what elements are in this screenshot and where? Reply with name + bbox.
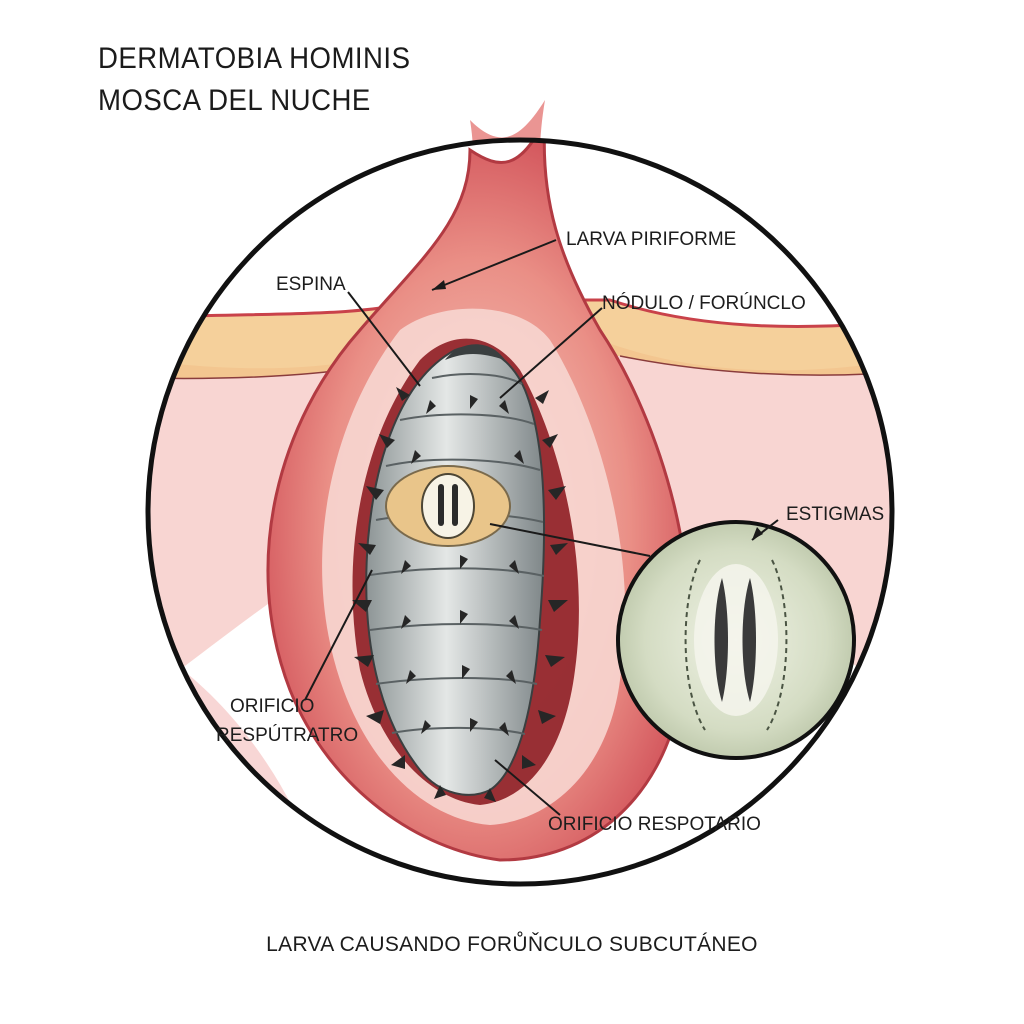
larva-spines [352, 387, 568, 802]
larva [352, 344, 568, 802]
label-orificio-left-1: ORIFICIO [230, 696, 314, 717]
diagram-title-line1: DERMATOBIA HOMINIS [98, 42, 411, 75]
label-orificio-left-2: RESPÚTRATRO [216, 724, 358, 746]
label-nodulo: NÓDULO / FORÚNCLO [602, 292, 806, 314]
diagram-title-line2: MOSCA DEL NUCHE [98, 84, 371, 117]
label-estigmas: ESTIGMAS [786, 504, 884, 525]
stigma-inset [616, 520, 856, 760]
spiracle-slit-left [714, 578, 728, 702]
label-orificio-right: ORIFICIO RESPOTARIO [548, 814, 761, 835]
diagram-caption: LARVA CAUSANDO FORŮŇCULO SUBCUTÁNEO [266, 933, 758, 956]
label-larva-piriforme: LARVA PIRIFORME [566, 229, 736, 250]
spiracle-slit-right [742, 578, 756, 702]
label-espina: ESPINA [276, 274, 346, 295]
larva-head [445, 344, 505, 360]
magnifier-circle [145, 137, 895, 887]
leader-lines [304, 239, 779, 816]
